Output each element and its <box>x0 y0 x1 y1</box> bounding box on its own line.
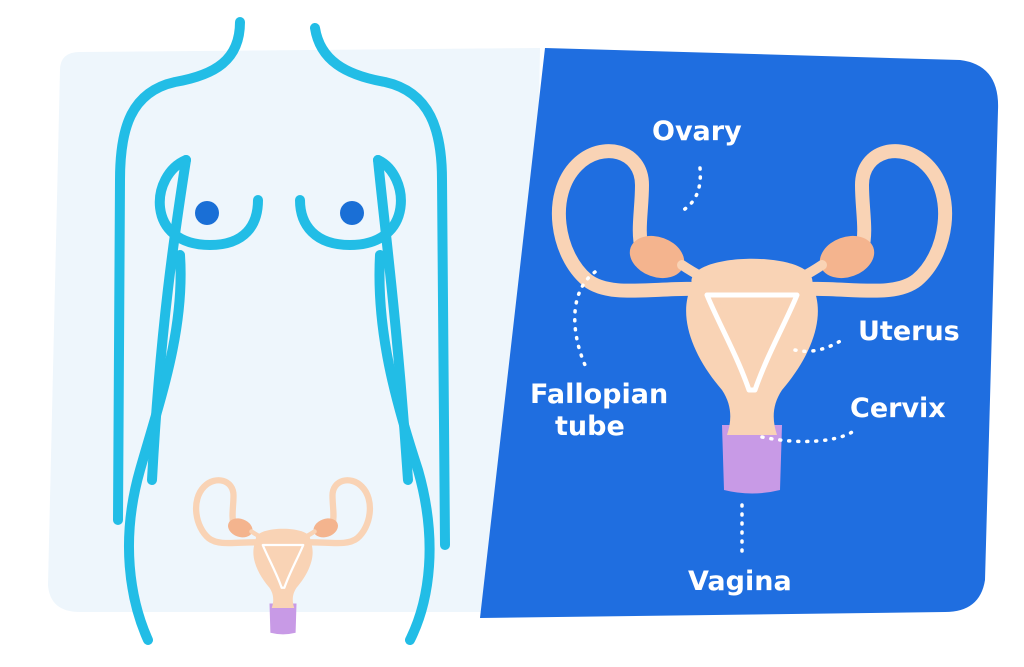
fallopian-label-line1: Fallopian <box>530 379 668 410</box>
fallopian-leader-line <box>573 270 597 367</box>
cervix-label: Cervix <box>850 393 946 424</box>
ovary-label: Ovary <box>652 116 742 147</box>
ovary-leader-line <box>676 166 703 215</box>
fallopian-label-line2: tube <box>555 411 625 442</box>
left-nipple-icon <box>195 201 219 225</box>
cervix-leader-line <box>760 428 857 444</box>
uterus-leader-line <box>793 336 847 353</box>
female-torso-outline-icon <box>113 17 450 645</box>
right-nipple-icon <box>340 201 364 225</box>
uterus-label: Uterus <box>858 316 960 347</box>
vagina-label: Vagina <box>688 566 792 597</box>
